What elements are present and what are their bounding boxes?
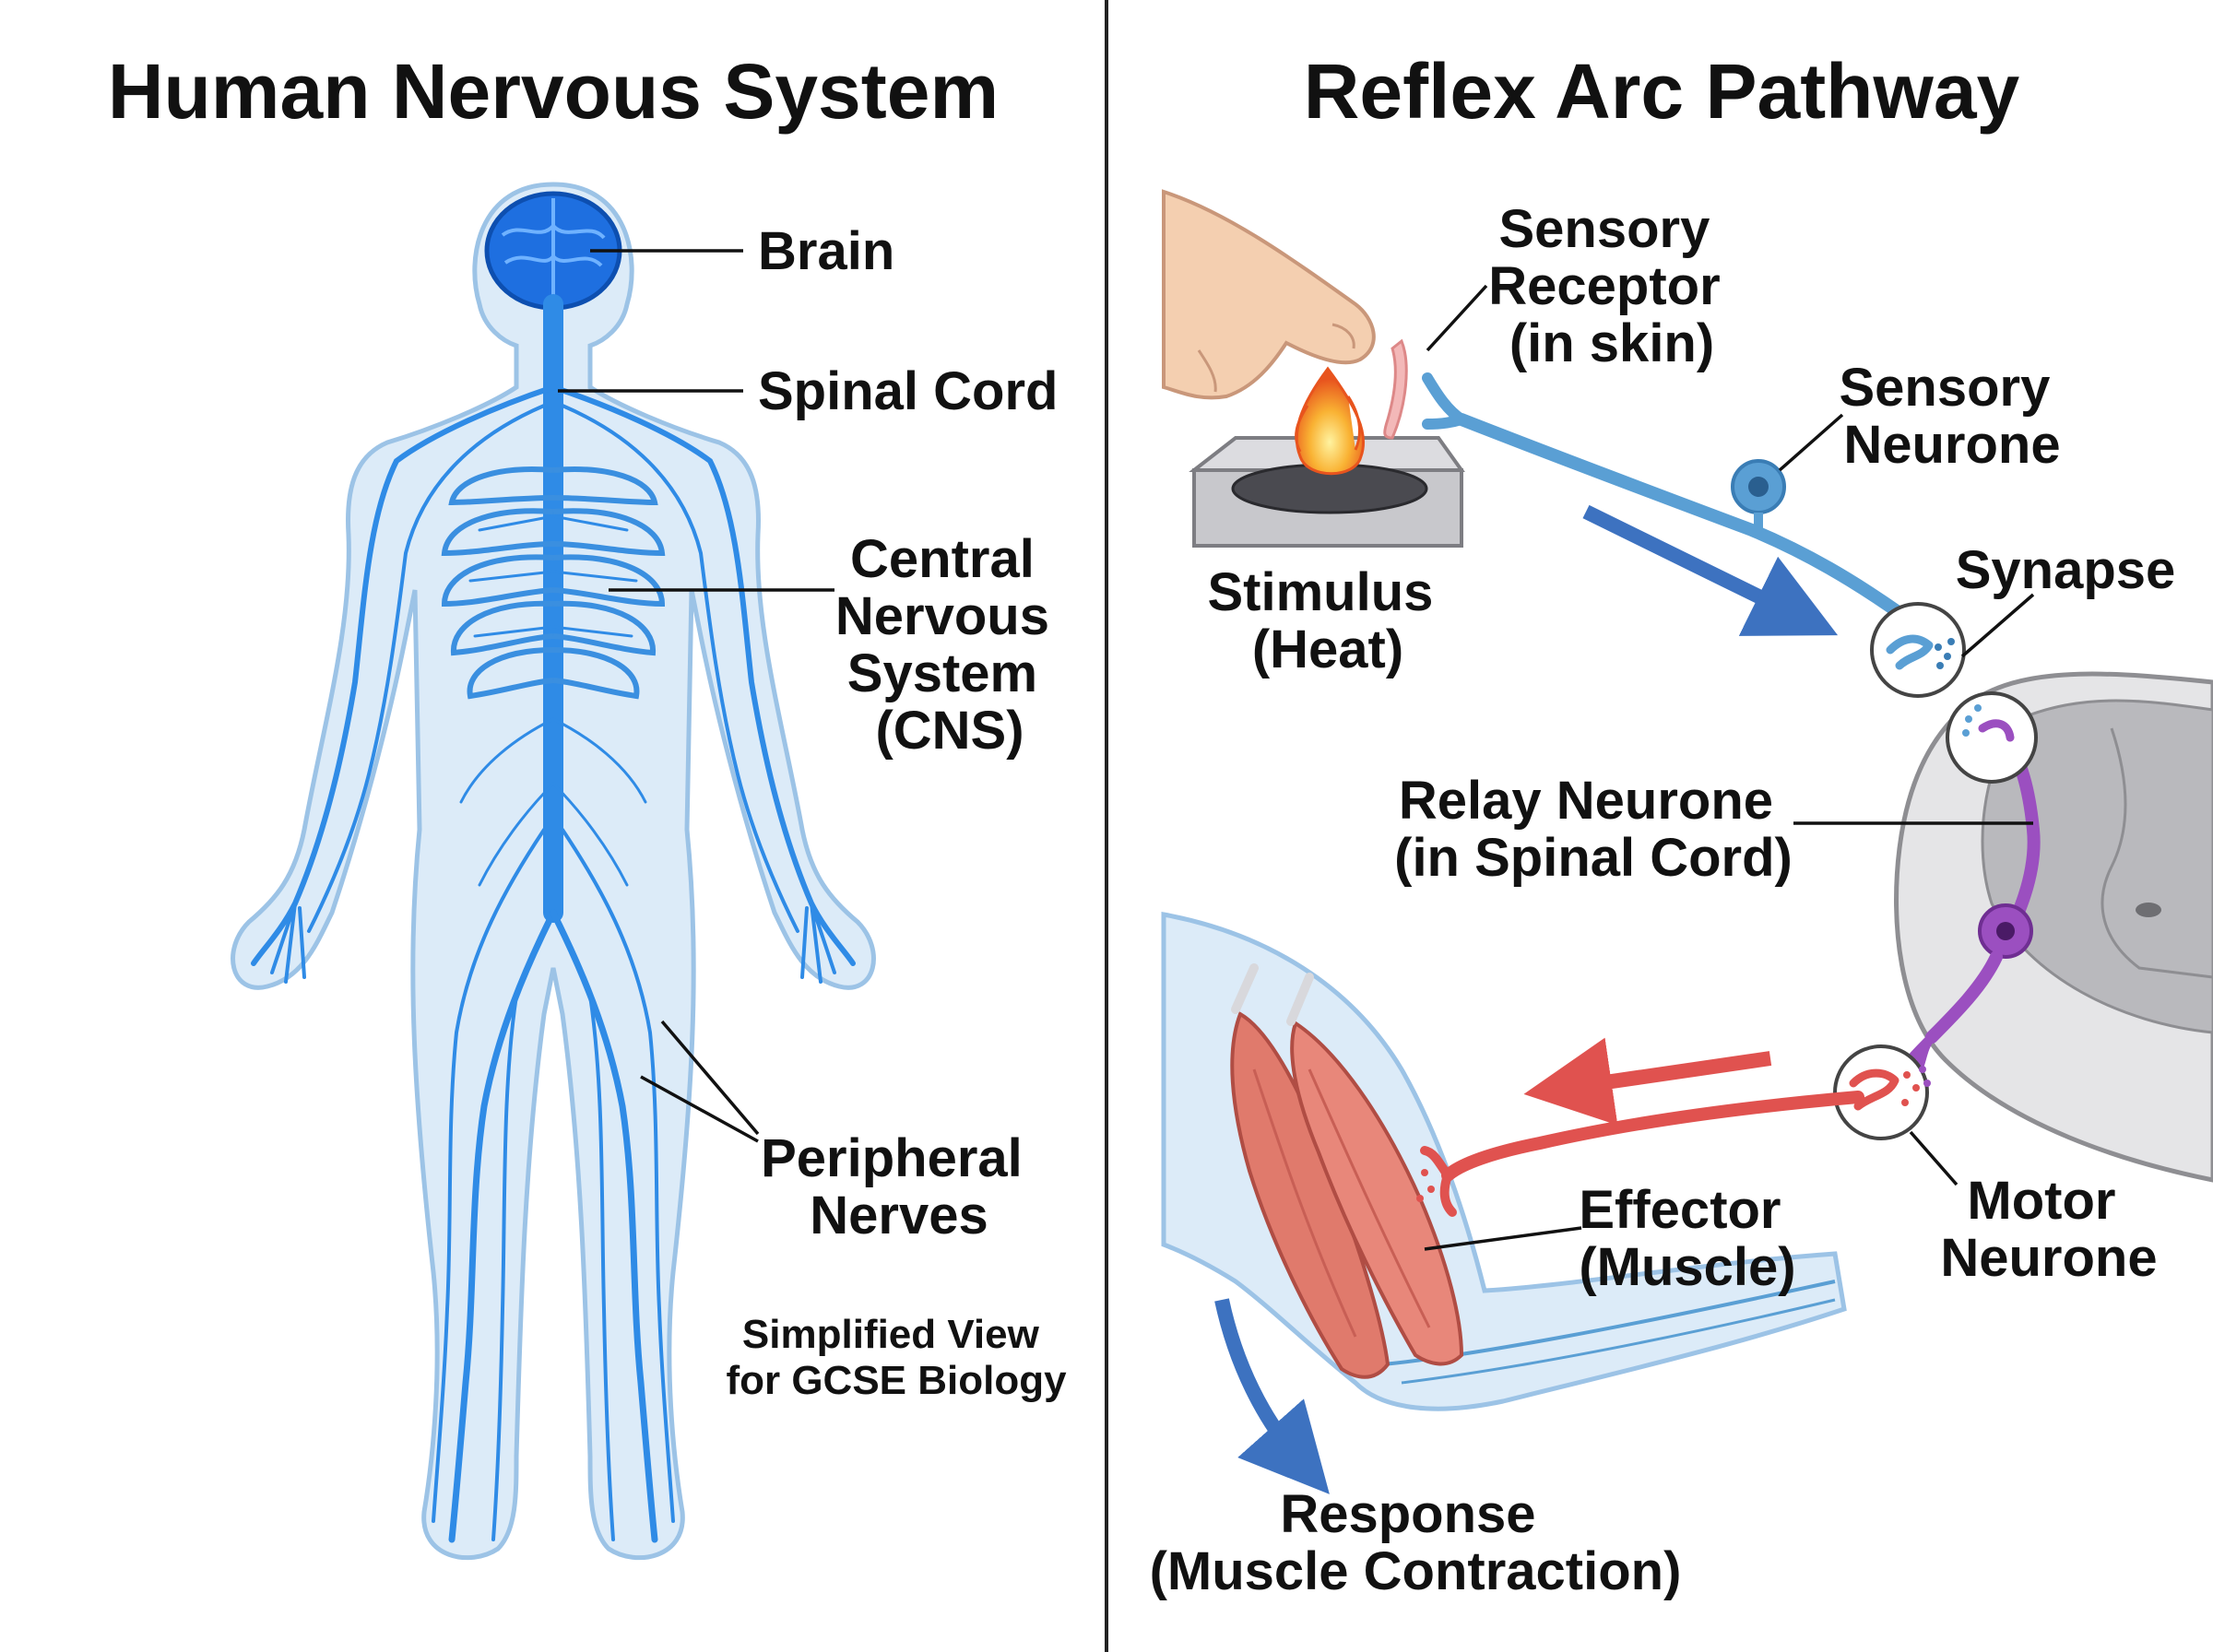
synapse-sensory-relay [1870, 602, 1966, 698]
response-direction-arrow [1214, 1298, 1330, 1494]
brain-label: Brain [758, 221, 894, 281]
human-body-figure [231, 182, 876, 1561]
skin-receptor-patch [1383, 338, 1408, 440]
simplified-view-note: Simplified View for GCSE Biology [726, 1312, 1067, 1403]
heat-stimulus [1189, 366, 1465, 548]
peripheral-leader-upper [660, 1020, 760, 1136]
muscle-effector [1230, 963, 1464, 1379]
sensory-direction-arrow [1582, 504, 1839, 636]
cns-label: Central Nervous System (CNS) [835, 529, 1064, 761]
sensory-neurone-leader [1778, 413, 1844, 472]
motor-direction-arrow [1523, 1037, 1772, 1126]
effector-label: Effector (Muscle) [1579, 1180, 1795, 1297]
sensory-receptor-leader [1426, 284, 1488, 352]
peripheral-nerve-network [251, 384, 856, 1543]
right-panel-title: Reflex Arc Pathway [1304, 48, 2020, 135]
peripheral-leader-lower [640, 1075, 759, 1143]
sensory-receptor-label: Sensory Receptor (in skin) [1488, 199, 1735, 373]
motor-neurone-label: Motor Neurone [1940, 1171, 2157, 1288]
stimulus-label: Stimulus (Heat) [1207, 562, 1448, 679]
synapse-leader [1960, 593, 2035, 658]
motor-neurone [1416, 1091, 1864, 1217]
spinal-cord-label: Spinal Cord [758, 361, 1058, 421]
synapse-label: Synapse [1956, 540, 2176, 600]
spinal-cord-cross-section [1894, 671, 2213, 1183]
rib-cage [441, 466, 666, 700]
effector-leader [1424, 1226, 1582, 1251]
sensory-neurone-label: Sensory Neurone [1839, 358, 2065, 475]
motor-neurone-leader [1909, 1130, 1959, 1186]
synapse-relay-motor [1833, 1044, 1931, 1140]
left-panel-title: Human Nervous System [108, 48, 999, 135]
synapse-relay-top [1946, 691, 2038, 784]
peripheral-nerves-label: Peripheral Nerves [761, 1128, 1037, 1245]
flame-icon [1295, 366, 1366, 476]
response-label: Response (Muscle Contraction) [1150, 1484, 1682, 1601]
hand-illustration [1162, 189, 1376, 400]
relay-neurone-label: Relay Neurone (in Spinal Cord) [1394, 771, 1793, 888]
